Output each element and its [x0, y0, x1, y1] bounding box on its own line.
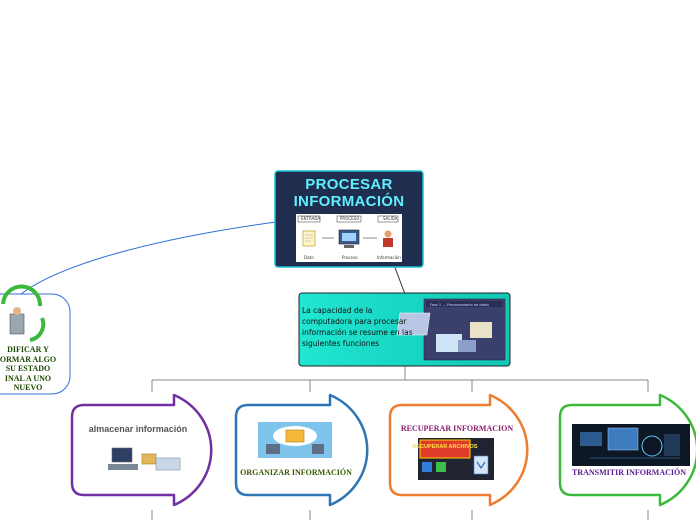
connector-children-bracket — [151, 366, 649, 520]
storage-computer-icon — [108, 447, 181, 471]
description-node[interactable]: Fase 1 — Procesamiento de datos — [298, 292, 511, 367]
cloud-folder-icon — [258, 422, 332, 458]
connector-root-to-description — [393, 264, 406, 295]
child-title-recuperar: RECUPERAR INFORMACION — [400, 424, 514, 433]
person-icon — [383, 230, 393, 247]
ipo-label-salida: SALIDA — [383, 216, 398, 221]
left-node[interactable] — [0, 284, 71, 395]
child-title-organizar: ORGANIZAR INFORMACIÓN — [240, 468, 352, 477]
connector-root-to-left-node — [15, 221, 277, 299]
ipo-label-proceso-caption: Proceso — [342, 255, 358, 260]
process-screenshot-caption: Fase 1 — Procesamiento de datos — [430, 303, 489, 307]
ipo-boxes — [297, 215, 399, 223]
ipo-label-dato: Dato — [304, 255, 314, 260]
child-title-almacenar: almacenar información — [88, 424, 188, 434]
description-text: La capacidad de la computadora para proc… — [302, 306, 413, 348]
ipo-label-informacion: Información — [377, 255, 401, 260]
child-node-transmitir[interactable] — [558, 393, 696, 507]
computer-icon — [338, 229, 360, 248]
ipo-label-entrada: ENTRADA — [301, 216, 320, 221]
child-node-almacenar[interactable] — [70, 393, 213, 507]
child-node-organizar[interactable] — [234, 393, 369, 507]
recycle-icon — [1, 284, 46, 342]
root-title: PROCESAR INFORMACIÓN — [293, 176, 405, 210]
root-node[interactable]: ENTRADA PROCESO SALIDA Dato Proceso Info… — [274, 170, 424, 268]
child-title-transmitir: TRANSMITIR INFORMACIÓN — [571, 468, 686, 477]
document-icon — [302, 230, 316, 247]
ipo-label-proceso: PROCESO — [340, 216, 359, 221]
left-node-text: DIFICAR Y ORMAR ALGO SU ESTADO INAL A UN… — [0, 345, 57, 392]
recover-files-label: RECUPERAR ARCHIVOS — [412, 444, 478, 450]
recover-files-image: RECUPERAR ARCHIVOS — [412, 438, 494, 480]
devices-network-image — [572, 424, 690, 466]
child-node-recuperar[interactable]: RECUPERAR ARCHIVOS — [388, 393, 529, 507]
